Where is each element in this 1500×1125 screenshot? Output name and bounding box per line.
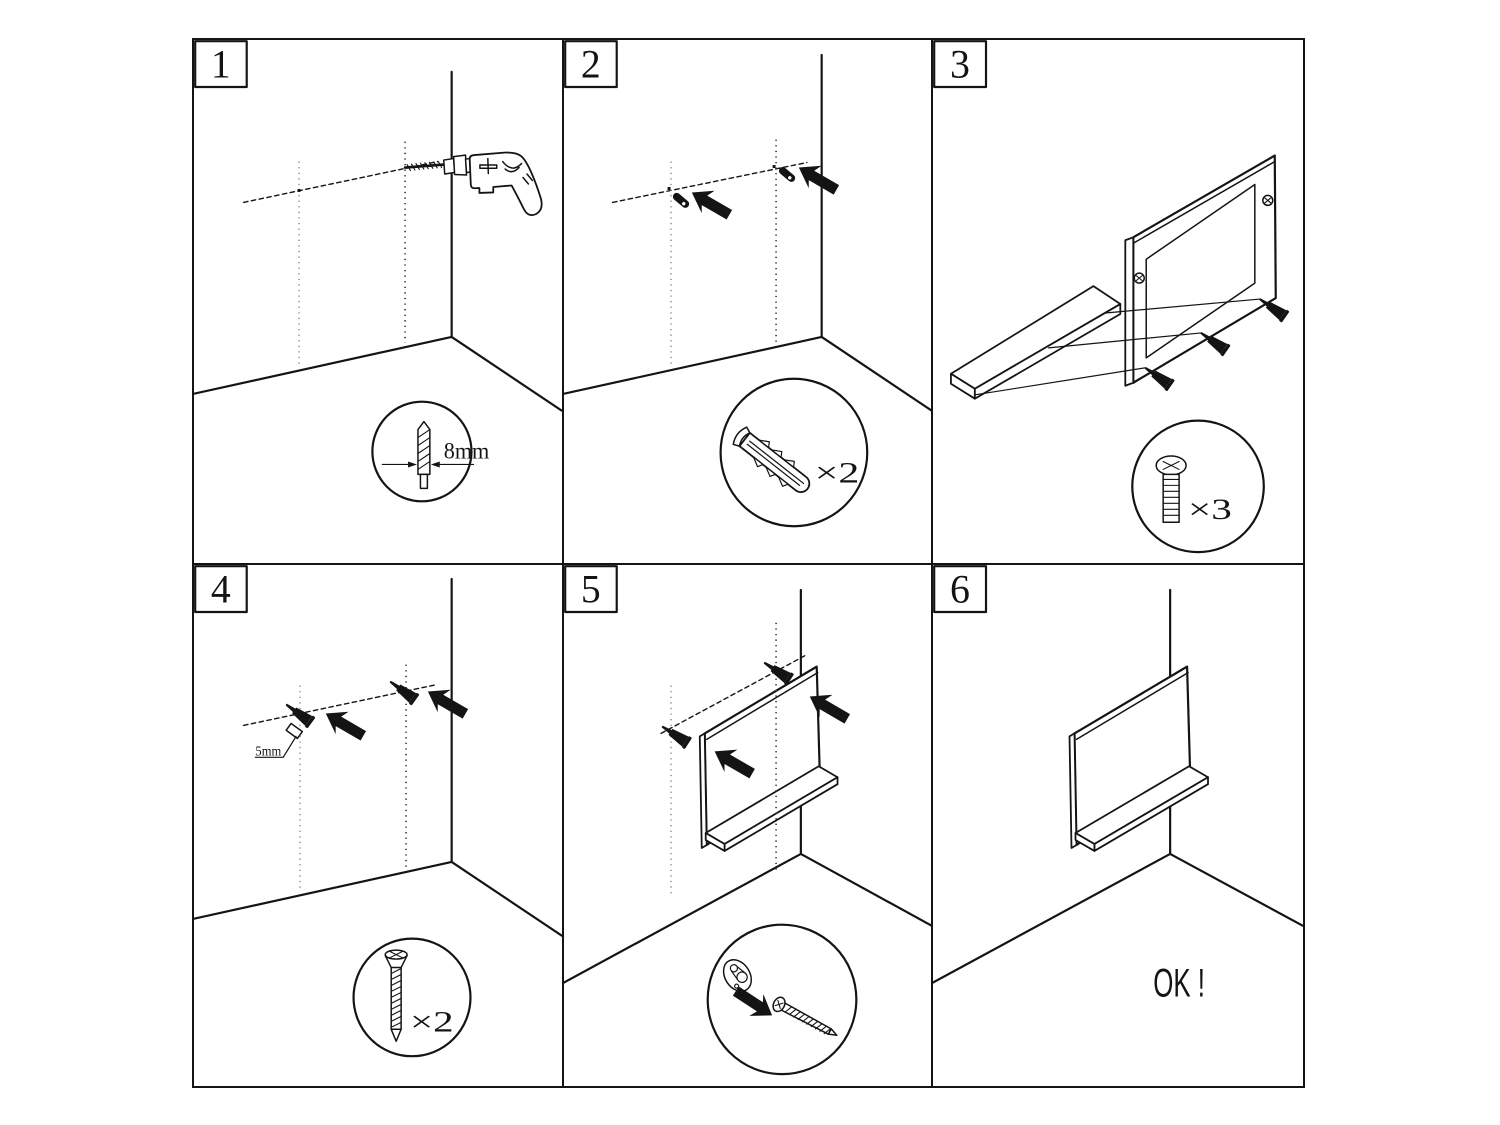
step-3-cell: ×3 3 [933,40,1303,566]
step-number: 6 [950,566,970,611]
step-number: 3 [950,41,970,86]
room-corner [563,53,932,412]
wood-screw-icon [772,996,838,1037]
marking-line [611,161,808,204]
step-2-panel: ×2 2 [563,40,932,528]
dimension-arrows [381,461,475,468]
shelf-unit [1068,665,1210,853]
shelf-board [950,285,1122,400]
drill-bit-icon [417,420,431,490]
detail-bubble [706,923,858,1076]
bit-diameter-label: 8mm [444,438,490,463]
frame-screw-icon [1133,272,1146,284]
assembly-guide-lines [975,298,1261,396]
frame-screw-icon [1262,194,1274,207]
keyhole-bracket-icon [722,959,752,993]
detail-bubble: ×3 [1131,419,1266,554]
wall-plug-detail-icon [732,426,810,493]
push-arrow-icon [685,181,736,226]
step-6-cell: OK ! 6 [933,565,1303,1088]
step-4-panel: 5mm ×2 [194,565,562,1058]
step-number-box: 6 [933,565,988,614]
quantity-label: ×2 [410,1005,454,1038]
alignment-line [660,654,808,735]
protrusion-label: 5mm [255,744,281,759]
step-number: 2 [581,42,601,86]
protrusion-indicator: 5mm [254,722,304,759]
wall-screw-icon [760,657,794,686]
quantity-label: ×3 [1188,493,1232,526]
detail-bubble: ×2 [352,937,472,1058]
step-number: 5 [581,567,601,611]
electric-drill-icon [403,151,543,217]
step-number: 1 [211,42,231,86]
step-number-box: 3 [933,40,988,89]
step-4-cell: 5mm ×2 [194,565,564,1089]
wall-screw-icon [282,699,316,729]
push-arrow-icon [421,680,473,725]
push-arrow-icon [319,702,371,747]
step-3-panel: ×3 3 [933,40,1290,554]
wall-plug-icon [671,191,691,210]
drill-point-mark [297,188,301,192]
drill-point-mark [667,186,671,190]
drill-point-mark [772,165,776,169]
detail-bubble: ×2 [719,377,869,528]
wall-screw-icon [386,676,420,706]
step-2-cell: ×2 2 [563,40,934,566]
machine-screw-icon [1155,455,1188,523]
step-number-box: 5 [563,565,618,614]
wood-screw-icon [384,949,408,1043]
status-label: OK ! [1154,962,1206,1006]
step-5-cell: 5 [563,565,934,1089]
marking-line [242,160,439,204]
step-1-panel: 8mm 1 [194,40,562,503]
step-grid: 8mm 1 [192,38,1305,1089]
step-5-panel: 5 [563,565,932,1076]
room-corner [194,577,562,937]
wall-plug-icon [777,165,797,184]
step-number-box: 1 [194,40,248,89]
step-1-cell: 8mm 1 [194,40,564,566]
step-number: 4 [211,567,231,611]
step-number-box: 2 [563,40,618,89]
push-arrow-icon [792,156,843,201]
step-6-panel: OK ! 6 [933,565,1303,1006]
marking-line [242,683,438,727]
detail-bubble: 8mm [371,400,490,503]
back-panel [1124,154,1278,387]
step-number-box: 4 [194,565,248,614]
room-corner [194,70,562,412]
quantity-label: ×2 [814,456,859,489]
